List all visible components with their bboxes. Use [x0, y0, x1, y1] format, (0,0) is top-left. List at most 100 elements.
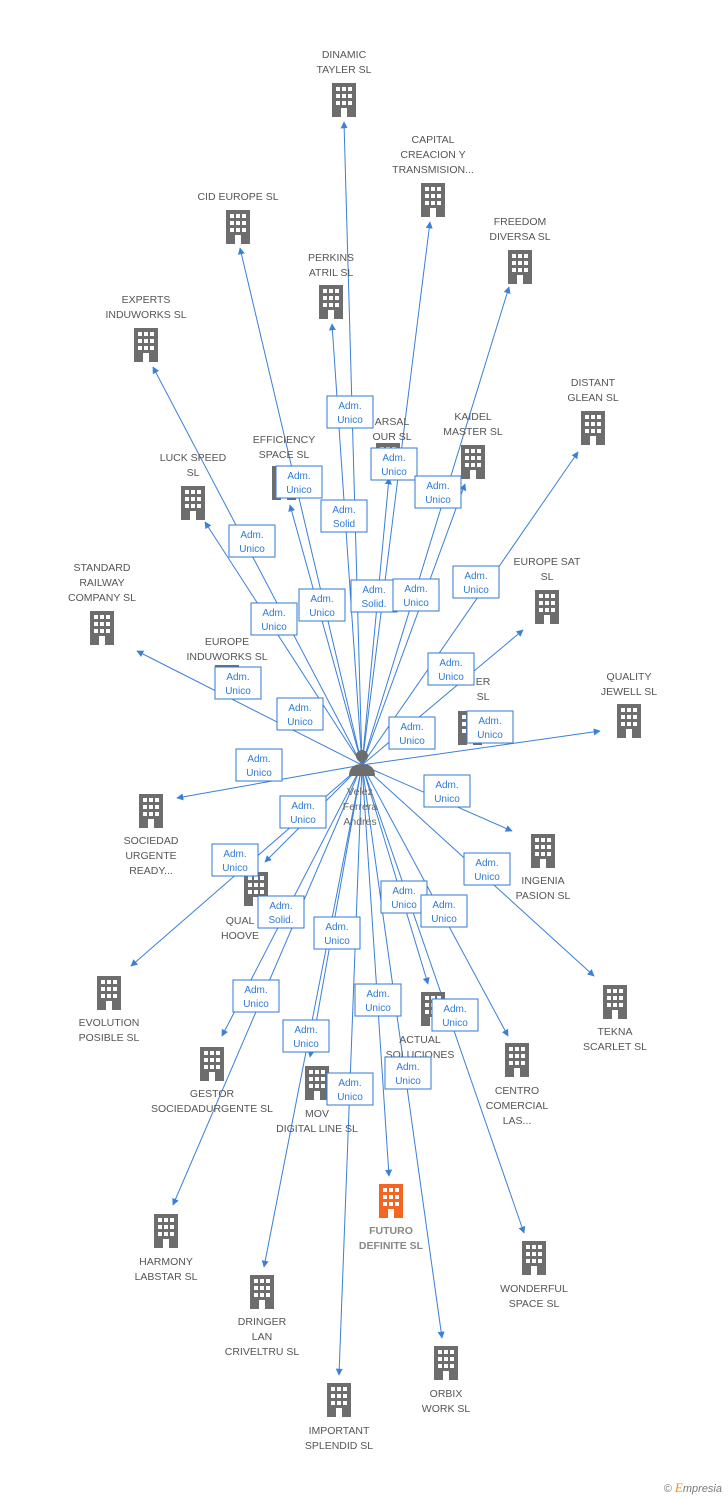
role-badge-text: Adm.Unico — [442, 1004, 468, 1029]
building-icon — [134, 328, 158, 362]
role-badge[interactable]: Adm.Unico — [463, 852, 511, 886]
role-badge[interactable]: Adm.Unico — [235, 748, 283, 782]
role-badge[interactable]: Adm.Unico — [298, 588, 346, 622]
role-badge[interactable]: Adm.Unico — [228, 524, 276, 558]
roles-layer: Adm.UnicoAdm.UnicoAdm.UnicoAdm.UnicoAdm.… — [211, 395, 514, 1106]
role-badge[interactable]: Adm.Solid — [320, 499, 368, 533]
role-badge-text: Adm.Unico — [243, 985, 269, 1010]
role-badge[interactable]: Adm.Unico — [232, 979, 280, 1013]
edge-europesat — [361, 629, 524, 766]
role-badge[interactable]: Adm.Solid. — [350, 579, 398, 613]
role-badge[interactable]: Adm.Unico — [380, 880, 428, 914]
role-badge-text: Adm.Unico — [463, 571, 489, 596]
role-badge[interactable]: Adm.Unico — [354, 983, 402, 1017]
building-icon — [139, 794, 163, 828]
role-badge[interactable]: Adm.Unico — [388, 716, 436, 750]
brand-initial: E — [674, 1480, 683, 1495]
role-badge-text: Adm.Unico — [477, 716, 503, 741]
role-badge-text: Adm.Unico — [399, 722, 425, 747]
role-badge[interactable]: Adm.Unico — [282, 1019, 330, 1053]
role-badge[interactable]: Adm.Unico — [392, 578, 440, 612]
role-badge[interactable]: Adm.Unico — [214, 666, 262, 700]
building-icon — [379, 1184, 403, 1218]
role-badge[interactable]: Adm.Unico — [423, 774, 471, 808]
building-icon — [181, 486, 205, 520]
company-label-cideurope: CID EUROPE SL — [197, 191, 278, 203]
role-badge-text: Adm.Unico — [225, 672, 251, 697]
role-badge[interactable]: Adm.Unico — [466, 710, 514, 744]
role-badge[interactable]: Adm.Unico — [452, 565, 500, 599]
role-badge[interactable]: Adm.Unico — [431, 998, 479, 1032]
role-badge[interactable]: Adm.Unico — [279, 795, 327, 829]
role-badge[interactable]: Adm.Unico — [414, 475, 462, 509]
role-badge-text: Adm.Unico — [365, 989, 391, 1014]
company-node-cideurope[interactable]: CID EUROPE SL — [197, 191, 279, 244]
role-badge[interactable]: Adm.Unico — [276, 697, 324, 731]
edge-cideurope — [238, 247, 363, 766]
role-badge[interactable]: Adm.Unico — [250, 602, 298, 636]
role-badge[interactable]: Adm.Unico — [384, 1056, 432, 1090]
building-icon — [332, 83, 356, 117]
building-icon — [505, 1043, 529, 1077]
role-badge[interactable]: Adm.Unico — [370, 447, 418, 481]
role-badge[interactable]: Adm.Unico — [427, 652, 475, 686]
role-badge-text: Adm.Unico — [431, 900, 457, 925]
role-badge[interactable]: Adm.Solid. — [257, 895, 305, 929]
role-badge-text: Adm.Unico — [324, 922, 350, 947]
edge-quality — [361, 728, 601, 766]
building-icon — [319, 285, 343, 319]
edge-arsal — [361, 477, 392, 766]
copyright-symbol: © — [663, 1483, 672, 1495]
building-icon — [617, 704, 641, 738]
role-badge[interactable]: Adm.Unico — [420, 894, 468, 928]
edge-efficiency — [288, 504, 363, 766]
role-badge[interactable]: Adm.Unico — [211, 843, 259, 877]
role-badge[interactable]: Adm.Unico — [326, 395, 374, 429]
footer-brand[interactable]: © Empresia — [664, 1480, 722, 1496]
edge-freedom — [361, 286, 511, 766]
role-badge-text: Adm.Unico — [391, 886, 417, 911]
role-badge[interactable]: Adm.Unico — [313, 916, 361, 950]
role-badge[interactable]: Adm.Unico — [326, 1072, 374, 1106]
role-badge[interactable]: Adm.Unico — [275, 465, 323, 499]
